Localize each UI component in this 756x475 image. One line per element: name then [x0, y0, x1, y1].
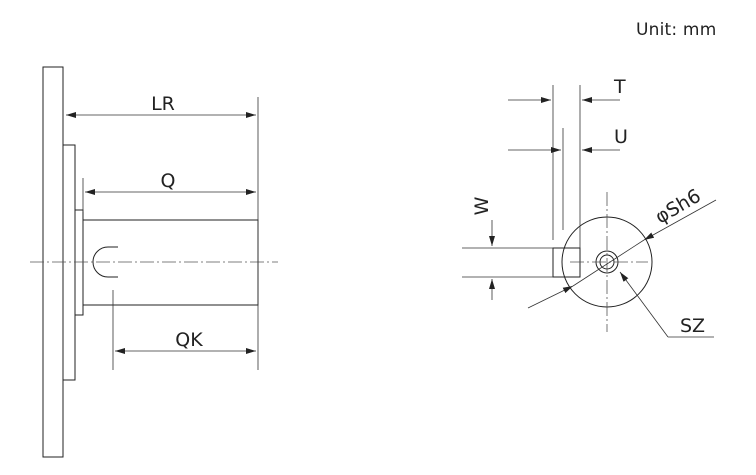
lr-label: LR: [151, 93, 175, 115]
shaft-shoulder: [74, 209, 84, 316]
sz-leader-line: [619, 271, 669, 338]
diameter-lower-leader: [527, 285, 574, 309]
t-label: T: [613, 76, 626, 98]
sz-label: SZ: [680, 315, 705, 337]
diameter-through-line: [572, 239, 645, 287]
sh6-label: φSh6: [652, 185, 705, 228]
q-label: Q: [161, 170, 176, 192]
flange-boss: [62, 144, 76, 381]
keyway-round-end: [92, 246, 118, 278]
front-view: T U W φSh6 SZ: [462, 76, 717, 338]
qk-label: QK: [175, 329, 203, 351]
unit-label: Unit: mm: [636, 20, 717, 40]
shaft-body: [82, 219, 259, 306]
w-label: W: [471, 196, 493, 215]
side-view: LR Q QK: [30, 66, 278, 458]
diameter-upper-leader: [643, 199, 717, 241]
key: [552, 247, 581, 278]
u-label: U: [614, 126, 628, 148]
